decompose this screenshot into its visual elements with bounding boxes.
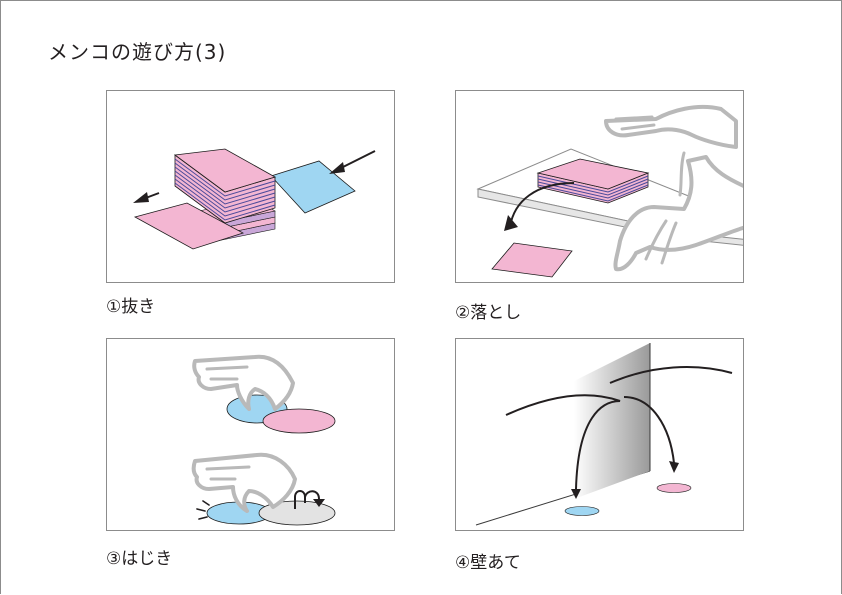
- blue-card: [270, 160, 356, 214]
- upper-hand: [192, 354, 295, 411]
- illustration-kabeate: [455, 338, 744, 531]
- trajectory-right: [609, 366, 733, 464]
- caption-kabeate: ④壁あて: [455, 553, 521, 573]
- pink-card-upper: [262, 408, 336, 434]
- pink-card: [656, 483, 692, 493]
- illustration-hajiki: [106, 338, 395, 531]
- main-stack: [173, 148, 277, 224]
- upper-hand: [604, 104, 738, 149]
- wall: [574, 343, 650, 499]
- kabeate-diagram: [475, 343, 733, 526]
- page-title: メンコの遊び方(3): [48, 40, 227, 64]
- pink-card-pulled: [133, 202, 245, 250]
- illustration-otoshi: [455, 90, 744, 283]
- lower-hand: [613, 155, 743, 272]
- gray-card-lower: [258, 500, 336, 526]
- nuki-diagram: [133, 148, 376, 250]
- trajectory-left: [505, 394, 621, 490]
- lower-hand: [191, 452, 297, 513]
- flip-arrow: [294, 490, 320, 509]
- motion-lines: [196, 500, 210, 520]
- card-stack: [536, 158, 650, 204]
- caption-nuki: ①抜き: [106, 297, 156, 317]
- caption-hajiki: ③はじき: [106, 549, 173, 569]
- stack-top-card: [173, 148, 277, 193]
- caption-otoshi: ②落とし: [455, 303, 522, 323]
- illustration-nuki: [106, 90, 395, 283]
- fallen-card: [491, 242, 573, 278]
- hajiki-diagram: [191, 354, 336, 526]
- otoshi-diagram: [476, 104, 743, 278]
- blue-card: [564, 506, 600, 516]
- fall-arrow: [509, 182, 575, 228]
